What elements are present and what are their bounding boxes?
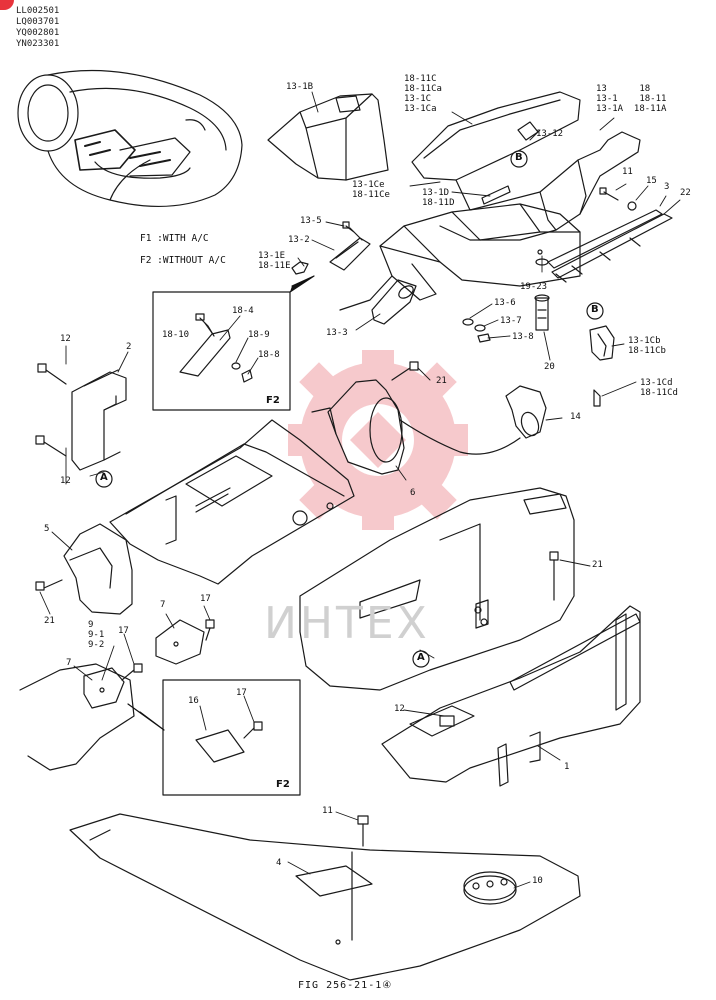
model-code-1: LL002501 [16, 6, 60, 16]
callout-12-upper: 12 [60, 334, 71, 344]
callout-13-group-right: 13 18 13-1 18-11 13-1A 18-11A [596, 84, 667, 114]
hardware-13-6-7-8 [462, 318, 491, 343]
watermark-text: ИНТЕХ [264, 598, 430, 649]
model-code-4: YN023301 [16, 39, 60, 49]
nozzle-13-3 [371, 279, 417, 325]
callout-22: 22 [680, 188, 691, 198]
callout-13-12: 13-12 [536, 129, 564, 139]
figure-caption: FIG 256-21-1④ [298, 980, 393, 991]
marker-b-detail: B [591, 304, 599, 315]
model-code-2: LQ003701 [16, 17, 60, 27]
callout-13-7: 13-7 [500, 316, 522, 326]
duct-13-2 [329, 237, 371, 271]
marker-b-duct: B [515, 152, 523, 163]
callout-16: 16 [188, 696, 199, 706]
side-rail-3-22 [547, 187, 673, 283]
callout-18-8: 18-8 [258, 350, 280, 360]
callout-13-5: 13-5 [300, 216, 322, 226]
callout-13-1ce: 13-1Ce 18-11Ce [352, 180, 390, 200]
callout-17-mid: 17 [118, 626, 129, 636]
model-code-3: YQ002801 [16, 28, 60, 38]
grommet-10 [463, 871, 517, 905]
bolt-12-upper [37, 363, 67, 385]
inset-tag-lower: F2 [276, 779, 290, 790]
callout-14: 14 [570, 412, 581, 422]
inset-box-lower [162, 679, 301, 796]
bolt-12-lower [35, 435, 67, 457]
callout-18-11c-group: 18-11C 18-11Ca 13-1C 13-1Ca [404, 74, 442, 114]
callout-13-2: 13-2 [288, 235, 310, 245]
duct-6 [311, 379, 405, 475]
callout-11-bottom: 11 [322, 806, 333, 816]
callout-21-top: 21 [436, 376, 447, 386]
screw-17-upper [205, 619, 215, 641]
leader-to-upper-inset [289, 275, 315, 293]
callout-21-right: 21 [592, 560, 603, 570]
marker-a-left: A [100, 472, 108, 483]
callout-15: 15 [646, 176, 657, 186]
clip-13-1cb [589, 325, 615, 407]
circle-markers [95, 150, 604, 668]
callout-13-1b: 13-1B [286, 82, 314, 92]
bolt-11-lower [357, 815, 369, 847]
callout-13-1cb: 13-1Cb 18-11Cb [628, 336, 666, 356]
floor-plate-1 [381, 605, 641, 787]
bolt-21-top [391, 361, 419, 381]
callout-20: 20 [544, 362, 555, 372]
marker-a-floor: A [417, 652, 425, 663]
main-frame-center [109, 419, 355, 585]
duct-13-1b [267, 93, 389, 181]
duct-5 [63, 523, 133, 615]
callout-12-floor: 12 [394, 704, 405, 714]
page-corner-marker [0, 0, 14, 10]
plate-4 [295, 865, 373, 897]
callout-17-inset: 17 [236, 688, 247, 698]
callout-13-1cd: 13-1Cd 18-11Cd [640, 378, 678, 398]
callout-5: 5 [44, 524, 50, 534]
inset-tag-upper: F2 [266, 395, 280, 406]
nozzle-14 [505, 385, 547, 439]
callout-19-23: 19-23 [520, 282, 548, 292]
callout-9-group: 9 9-1 9-2 [88, 620, 105, 650]
note-f2-without-ac: F2 :WITHOUT A/C [140, 255, 226, 266]
callout-3: 3 [664, 182, 670, 192]
cab-floor-base [299, 487, 575, 691]
callout-7-lower: 7 [66, 658, 72, 668]
bracket-2 [71, 369, 127, 471]
callout-6: 6 [410, 488, 416, 498]
callout-21-left: 21 [44, 616, 55, 626]
leader-14 [399, 419, 521, 455]
callout-13-1d: 13-1D 18-11D [422, 188, 455, 208]
callout-11-top: 11 [622, 167, 633, 177]
leader-to-lower-inset [127, 703, 165, 731]
clip-13-1e [291, 261, 309, 275]
main-duct-body [339, 203, 581, 311]
callout-18-10: 18-10 [162, 330, 190, 340]
callout-12-lower: 12 [60, 476, 71, 486]
callout-13-8: 13-8 [512, 332, 534, 342]
callout-18-4: 18-4 [232, 306, 254, 316]
callout-7-upper: 7 [160, 600, 166, 610]
plate-7-upper [155, 619, 205, 665]
callout-18-9: 18-9 [248, 330, 270, 340]
callout-10: 10 [532, 876, 543, 886]
callout-13-1e: 13-1E 18-11E [258, 251, 291, 271]
note-f1-with-ac: F1 :WITH A/C [140, 233, 209, 244]
cab-overview-sketch [17, 69, 243, 208]
bolt-13-5 [342, 221, 363, 241]
callout-13-3: 13-3 [326, 328, 348, 338]
callout-1: 1 [564, 762, 570, 772]
bolt-21-left [35, 579, 63, 591]
left-panel-section [19, 663, 143, 771]
callout-2: 2 [126, 342, 132, 352]
upper-duct-assembly [411, 91, 641, 241]
bolt-21-right [549, 551, 559, 601]
callout-4: 4 [276, 858, 282, 868]
callout-17-upper: 17 [200, 594, 211, 604]
callout-13-6: 13-6 [494, 298, 516, 308]
bottom-deck [69, 813, 581, 981]
leader-lines [39, 91, 681, 889]
